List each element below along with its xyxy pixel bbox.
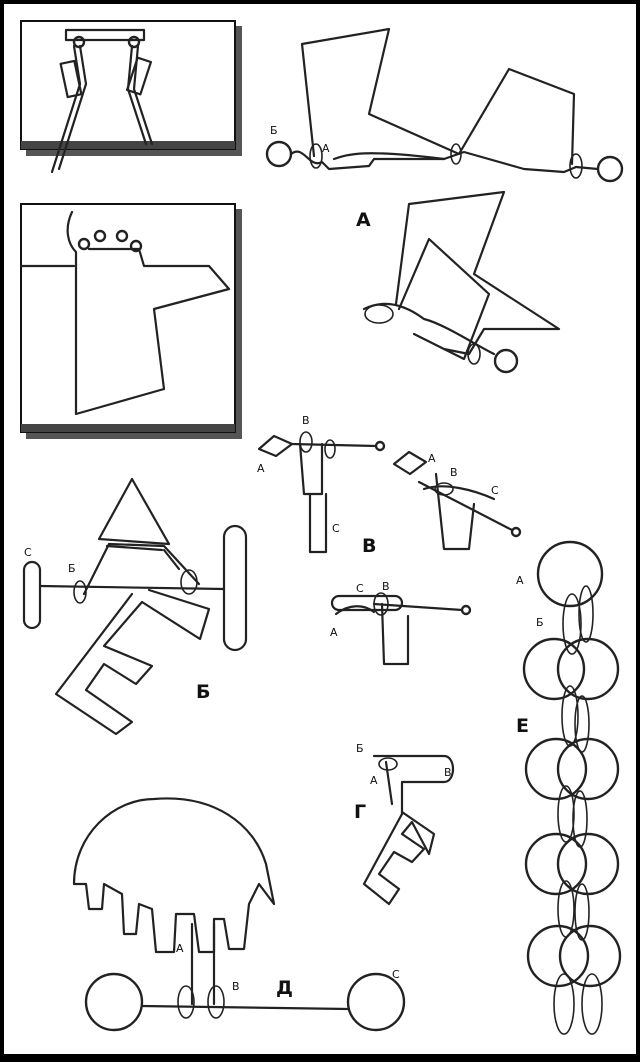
label-a-top: А bbox=[322, 142, 330, 155]
puzzle-v-1: В А С bbox=[257, 414, 386, 554]
label-a-d: А bbox=[176, 942, 184, 955]
label-v-3: В bbox=[382, 580, 390, 593]
label-a-g: А bbox=[370, 774, 378, 787]
illustration-sheet: Б А А В А С В А В С bbox=[4, 4, 636, 1054]
board-top-left bbox=[20, 20, 242, 174]
label-v-d: В bbox=[232, 980, 240, 993]
puzzle-label-e: Е bbox=[516, 715, 529, 737]
label-a-e: А bbox=[516, 574, 524, 587]
label-b-e: Б bbox=[536, 616, 544, 629]
puzzle-b: С Б bbox=[22, 477, 248, 736]
puzzle-label-a: А bbox=[356, 209, 371, 231]
puzzle-a-second bbox=[362, 190, 561, 374]
puzzle-d: А В С bbox=[72, 797, 406, 1032]
puzzle-diagram: Б А А В А С В А В С bbox=[19, 20, 624, 1035]
label-c-3: С bbox=[356, 582, 364, 595]
label-v-2: В bbox=[450, 466, 458, 479]
puzzle-label-b: Б bbox=[196, 681, 210, 703]
label-c-b: С bbox=[24, 546, 32, 559]
label-c-2: С bbox=[491, 484, 499, 497]
puzzle-label-d: Д bbox=[276, 977, 293, 999]
label-a-2: А bbox=[428, 452, 436, 465]
label-c-1: С bbox=[332, 522, 340, 535]
puzzle-label-v: В bbox=[362, 535, 376, 557]
label-v-1: В bbox=[302, 414, 310, 427]
puzzle-v-3: С В А bbox=[330, 580, 472, 666]
label-b-b: Б bbox=[68, 562, 76, 575]
label-a-3: А bbox=[330, 626, 338, 639]
label-a-1: А bbox=[257, 462, 265, 475]
board-middle-left bbox=[19, 203, 242, 439]
puzzle-label-g: Г bbox=[354, 801, 366, 823]
label-b-top: Б bbox=[270, 124, 278, 137]
label-c-d: С bbox=[392, 968, 400, 981]
puzzle-g: Б А В bbox=[356, 742, 455, 906]
puzzle-a-top: Б А bbox=[265, 27, 624, 183]
puzzle-e: А Б bbox=[516, 540, 622, 1035]
label-b-g: Б bbox=[356, 742, 364, 755]
label-v-g: В bbox=[444, 766, 452, 779]
puzzle-v-2: А В С bbox=[392, 450, 522, 551]
